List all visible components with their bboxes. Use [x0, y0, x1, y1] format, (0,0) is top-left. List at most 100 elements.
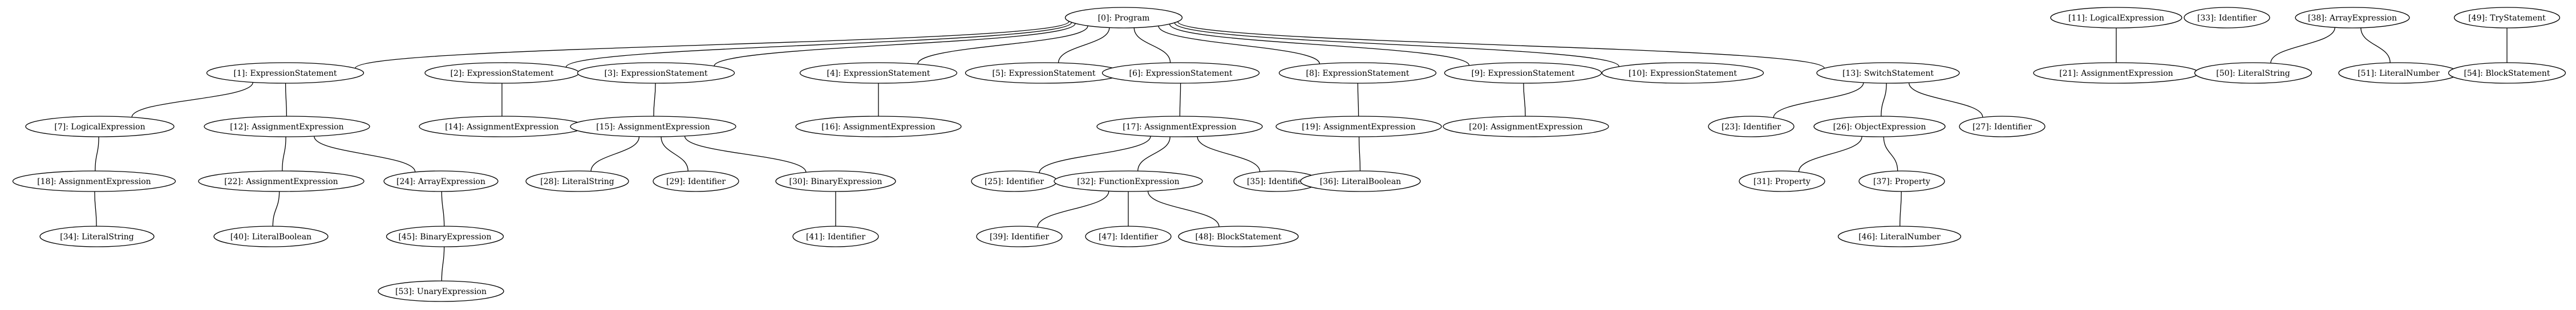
node-47-ellipse: [1085, 226, 1172, 247]
node-30-label: [30]: BinaryExpression: [789, 177, 882, 186]
node-28-ellipse: [525, 170, 629, 192]
node-3: [3]: ExpressionStatement: [577, 62, 735, 84]
node-13-ellipse: [1816, 62, 1960, 84]
edge-0-4: [917, 26, 1088, 64]
node-12: [12]: AssignmentExpression: [204, 116, 370, 137]
node-50: [50]: LiteralString: [2194, 62, 2312, 84]
edge-0-6: [1133, 27, 1171, 63]
node-46-label: [46]: LiteralNumber: [1858, 232, 1941, 242]
node-45-ellipse: [386, 226, 504, 247]
node-23-ellipse: [1708, 116, 1795, 137]
node-15-label: [15]: AssignmentExpression: [596, 123, 710, 132]
node-5: [5]: ExpressionStatement: [965, 62, 1123, 84]
node-18: [18]: AssignmentExpression: [12, 170, 176, 192]
node-16-ellipse: [795, 116, 962, 137]
edge-45-53: [441, 246, 445, 282]
edge-22-40: [272, 191, 280, 227]
node-4-label: [4]: ExpressionStatement: [827, 69, 930, 78]
node-8-label: [8]: ExpressionStatement: [1306, 69, 1409, 78]
node-6-label: [6]: ExpressionStatement: [1129, 69, 1232, 78]
node-22-label: [22]: AssignmentExpression: [224, 177, 338, 186]
edge-0-2: [565, 22, 1072, 68]
edge-13-26: [1881, 83, 1887, 117]
node-26-label: [26]: ObjectExpression: [1833, 123, 1926, 132]
node-41-label: [41]: Identifier: [806, 232, 865, 242]
edges-layer: [94, 21, 2508, 282]
node-35: [35]: Identifier: [1233, 170, 1320, 192]
node-1-ellipse: [206, 62, 364, 84]
node-16-label: [16]: AssignmentExpression: [821, 123, 935, 132]
node-12-ellipse: [204, 116, 370, 137]
edge-38-50: [2270, 27, 2335, 63]
edge-17-32: [1137, 136, 1170, 172]
node-49-ellipse: [2453, 7, 2561, 28]
node-39-label: [39]: Identifier: [990, 232, 1049, 242]
edge-0-5: [1058, 27, 1110, 63]
edge-12-22: [282, 136, 286, 172]
edge-13-23: [1773, 82, 1864, 118]
node-24-label: [24]: ArrayExpression: [396, 177, 485, 186]
node-3-label: [3]: ExpressionStatement: [604, 69, 707, 78]
node-7-ellipse: [25, 116, 175, 137]
edge-15-29: [661, 136, 688, 172]
node-6: [6]: ExpressionStatement: [1101, 62, 1260, 84]
node-36-ellipse: [1300, 170, 1421, 192]
edge-15-30: [684, 136, 807, 173]
edge-1-12: [285, 83, 287, 117]
node-5-label: [5]: ExpressionStatement: [992, 69, 1095, 78]
node-29-ellipse: [653, 170, 739, 192]
node-6-ellipse: [1101, 62, 1260, 84]
node-54: [54]: BlockStatement: [2448, 62, 2566, 84]
edge-19-36: [1358, 136, 1361, 172]
node-27-label: [27]: Identifier: [1972, 123, 2032, 132]
node-9: [9]: ExpressionStatement: [1444, 62, 1602, 84]
node-23-label: [23]: Identifier: [1722, 123, 1781, 132]
node-48-label: [48]: BlockStatement: [1195, 232, 1281, 242]
node-21-label: [21]: AssignmentExpression: [2059, 69, 2173, 78]
edge-37-46: [1899, 191, 1902, 227]
edge-38-51: [2360, 27, 2391, 63]
node-41-ellipse: [792, 226, 879, 247]
node-25-label: [25]: Identifier: [985, 177, 1044, 186]
node-15: [15]: AssignmentExpression: [570, 116, 736, 137]
node-54-label: [54]: BlockStatement: [2464, 69, 2550, 78]
edge-24-45: [441, 191, 445, 227]
node-37-label: [37]: Property: [1873, 177, 1930, 186]
edge-32-48: [1147, 191, 1220, 227]
node-19: [19]: AssignmentExpression: [1275, 116, 1442, 137]
node-34-ellipse: [39, 226, 155, 247]
node-12-label: [12]: AssignmentExpression: [230, 123, 343, 132]
node-0-label: [0]: Program: [1098, 14, 1150, 23]
node-15-ellipse: [570, 116, 736, 137]
node-38-ellipse: [2295, 7, 2410, 28]
node-17-ellipse: [1096, 116, 1263, 137]
node-32-ellipse: [1054, 170, 1203, 192]
edge-0-10: [1174, 22, 1619, 67]
node-28-label: [28]: LiteralString: [540, 177, 614, 186]
node-49-label: [49]: TryStatement: [2468, 14, 2546, 23]
node-10-label: [10]: ExpressionStatement: [1629, 69, 1737, 78]
edge-32-39: [1037, 191, 1109, 227]
edge-26-31: [1798, 136, 1862, 172]
node-24: [24]: ArrayExpression: [383, 170, 499, 192]
node-20-label: [20]: AssignmentExpression: [1469, 123, 1582, 132]
node-47: [47]: Identifier: [1085, 226, 1172, 247]
node-7-label: [7]: LogicalExpression: [54, 123, 145, 132]
edge-18-34: [94, 191, 97, 227]
node-27-ellipse: [1959, 116, 2046, 137]
node-33: [33]: Identifier: [2184, 7, 2270, 28]
node-26-ellipse: [1813, 116, 1946, 137]
node-4: [4]: ExpressionStatement: [799, 62, 958, 84]
node-45: [45]: BinaryExpression: [386, 226, 504, 247]
node-19-label: [19]: AssignmentExpression: [1302, 123, 1415, 132]
node-1: [1]: ExpressionStatement: [206, 62, 364, 84]
node-48-ellipse: [1178, 226, 1299, 247]
node-1-label: [1]: ExpressionStatement: [233, 69, 337, 78]
node-28: [28]: LiteralString: [525, 170, 629, 192]
edge-1-7: [131, 82, 253, 117]
node-25: [25]: Identifier: [971, 170, 1058, 192]
node-3-ellipse: [577, 62, 735, 84]
edge-13-27: [1908, 83, 1983, 118]
node-41: [41]: Identifier: [792, 226, 879, 247]
node-24-ellipse: [383, 170, 499, 192]
